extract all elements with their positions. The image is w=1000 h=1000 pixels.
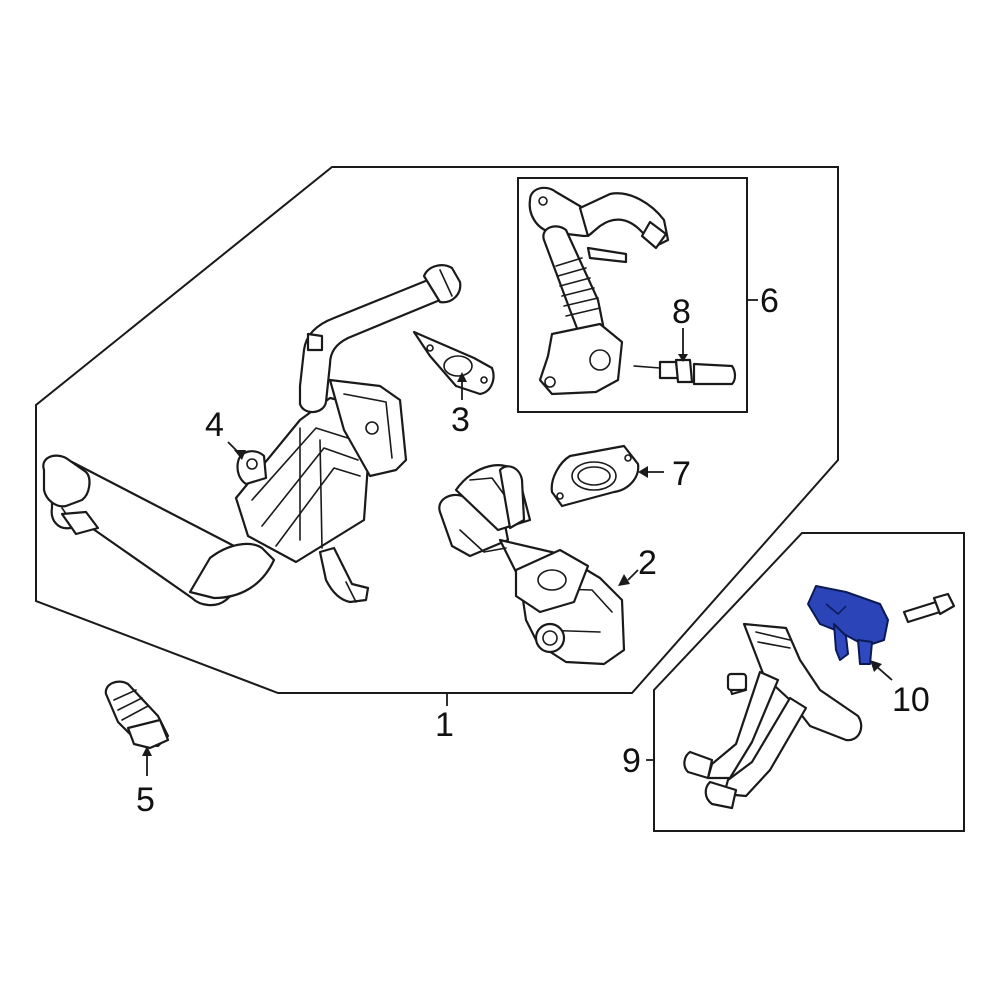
gasket-3-part[interactable] [412, 330, 495, 396]
sensor-8-part[interactable] [633, 358, 737, 386]
callout-2: 2 [638, 544, 657, 582]
cap-nut-part[interactable] [726, 672, 748, 692]
egr-cooler-part[interactable] [42, 264, 462, 607]
callout-1: 1 [435, 706, 454, 744]
gasket-7-part[interactable] [550, 444, 640, 508]
callout-10: 10 [892, 681, 930, 719]
callout-5: 5 [136, 781, 155, 819]
callout-6: 6 [760, 282, 779, 320]
bracket-9-part[interactable] [683, 622, 863, 810]
subassembly-6-box [517, 177, 748, 413]
tube-assembly-6-part[interactable] [528, 186, 670, 396]
fitting-5-part[interactable] [104, 680, 170, 750]
assembly-1-outline [35, 166, 839, 694]
egr-valve-part[interactable] [438, 464, 626, 666]
callout-3: 3 [451, 401, 470, 439]
sensor-body [807, 585, 889, 647]
leader-2 [627, 569, 639, 581]
subassembly-9-box [653, 532, 965, 832]
leader-10 [875, 665, 893, 681]
arrowheads [142, 354, 882, 756]
callout-8: 8 [672, 293, 691, 331]
bolt-part[interactable] [902, 592, 956, 624]
callout-7: 7 [672, 455, 691, 493]
pressure-sensor-10-part[interactable] [807, 585, 889, 665]
callout-9: 9 [622, 742, 641, 780]
callout-4: 4 [205, 406, 224, 444]
